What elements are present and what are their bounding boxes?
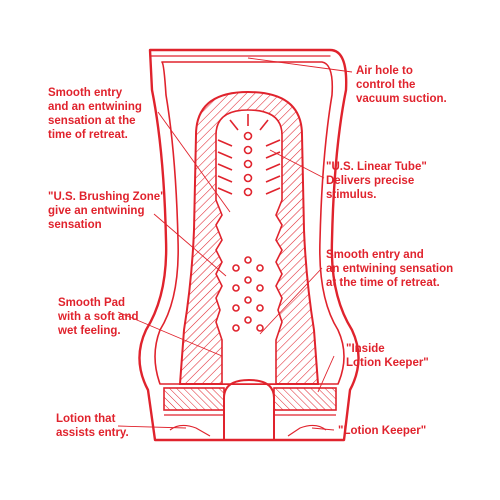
label-smooth-entry-top: Smooth entry and an entwining sensation … [48,87,142,141]
label-lotion-keeper: "Lotion Keeper" [338,425,427,437]
label-smooth-pad: Smooth Pad with a soft and wet feeling. [58,297,139,337]
inner-cup-outline [154,61,345,385]
inner-channel [215,109,283,385]
outer-cup-outline [138,48,360,442]
lotion-keeper-right [273,387,337,411]
brushing-bristles [217,114,281,195]
label-linear-tube: "U.S. Linear Tube" Delivers precise stim… [326,161,427,201]
label-lotion-assist: Lotion that assists entry. [56,413,129,439]
entry-opening [223,378,275,440]
label-brushing-zone: "U.S. Brushing Zone" give an entwining s… [48,191,166,231]
lotion-keeper-left [163,387,225,411]
label-inside-lotion-keeper: "Inside Lotion Keeper" [346,343,429,369]
centre-nodules [232,131,264,332]
label-air-hole: Air hole to control the vacuum suction. [356,65,447,105]
label-smooth-entry-right: Smooth entry and an entwining sensation … [326,249,454,289]
leader-lines [117,57,353,431]
